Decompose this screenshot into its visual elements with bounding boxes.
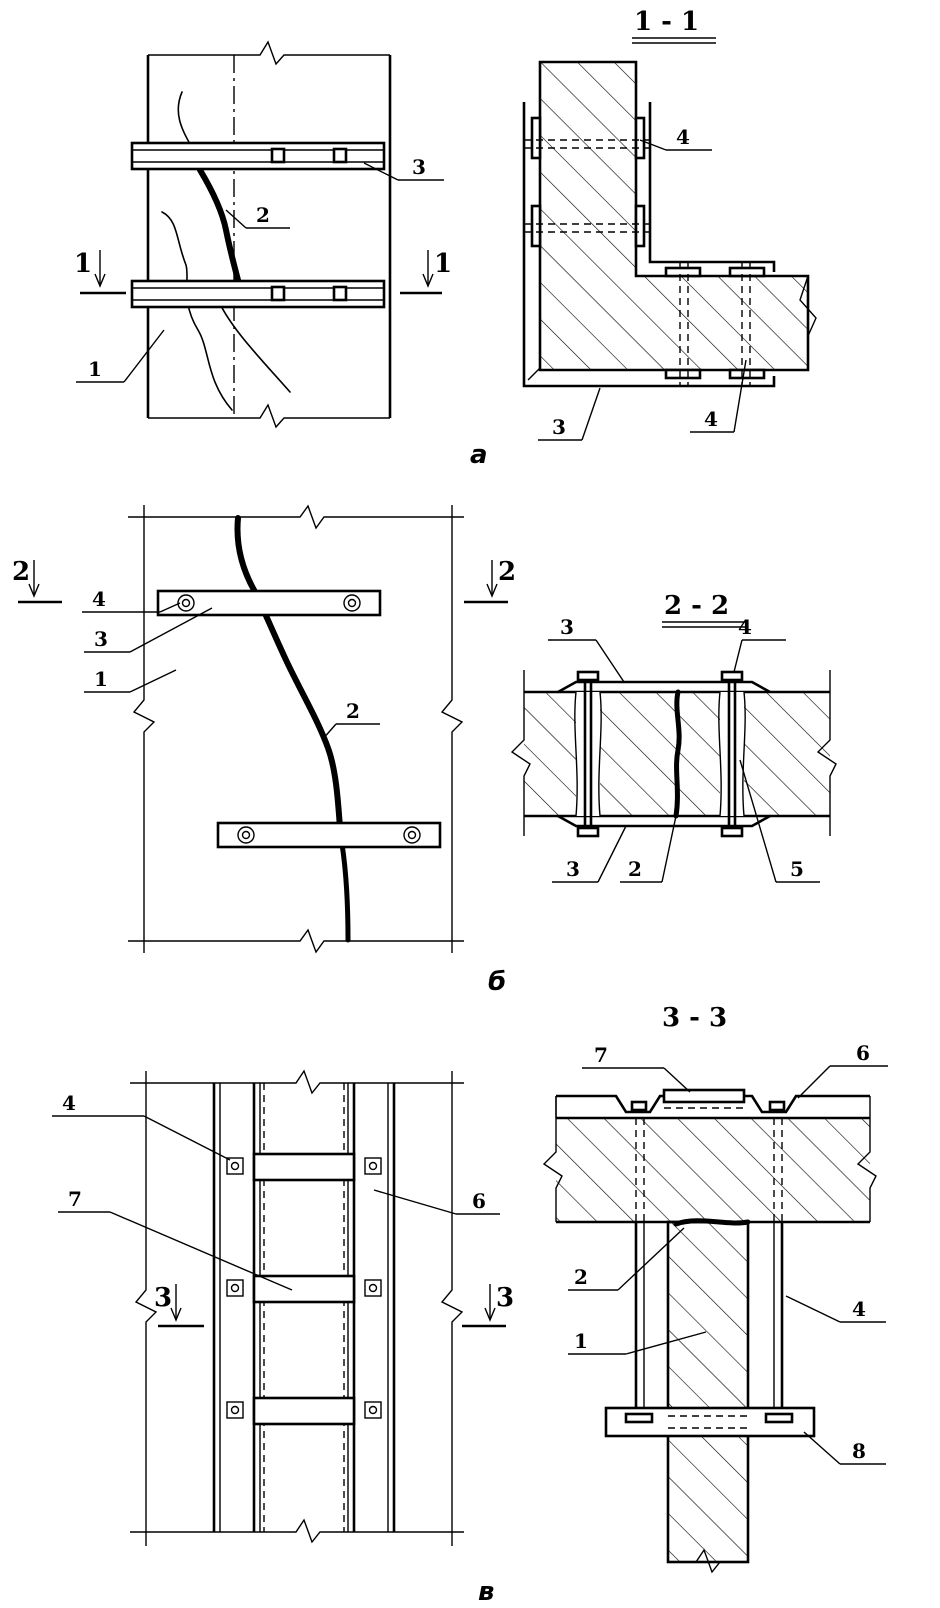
caption-a: а xyxy=(470,440,488,470)
svg-text:3: 3 xyxy=(496,1283,514,1313)
bolts-right xyxy=(364,1157,382,1419)
panel-a-section: 1 - 1 4 xyxy=(470,7,817,470)
svg-text:1: 1 xyxy=(74,249,92,279)
panel-b-elevation: 2 2 4 3 1 2 б xyxy=(12,504,516,997)
callout-b-wall: 1 xyxy=(84,667,177,693)
svg-text:2: 2 xyxy=(346,699,360,723)
svg-text:3: 3 xyxy=(412,155,426,179)
channel-left xyxy=(212,1083,265,1532)
svg-text:1: 1 xyxy=(94,667,108,691)
svg-text:5: 5 xyxy=(790,857,804,881)
clamp-bar-upper xyxy=(130,141,386,171)
bolts-left xyxy=(226,1157,244,1419)
svg-text:2: 2 xyxy=(256,203,270,227)
callout-b-sec-plate-top: 3 xyxy=(548,615,625,683)
section-mark-1-right: 1 xyxy=(400,249,452,295)
svg-text:4: 4 xyxy=(738,615,752,639)
section-title-3-3: 3 - 3 xyxy=(662,1003,727,1033)
svg-text:4: 4 xyxy=(92,587,106,611)
svg-text:3: 3 xyxy=(94,627,108,651)
svg-text:3: 3 xyxy=(560,615,574,639)
callout-a-crack: 2 xyxy=(225,203,290,229)
panel-c-elevation: 3 3 4 7 6 в xyxy=(52,1069,514,1607)
plate-lower xyxy=(216,821,442,849)
callout-b-sec-hole: 5 xyxy=(739,759,820,883)
callout-c-sec-tie: 4 xyxy=(785,1295,886,1323)
callout-c-sec-wall: 1 xyxy=(568,1329,707,1355)
callout-b-sec-crack: 2 xyxy=(620,815,677,883)
svg-text:1: 1 xyxy=(574,1329,588,1353)
section-mark-3-left: 3 xyxy=(154,1283,204,1328)
svg-text:7: 7 xyxy=(594,1043,608,1067)
callout-c-sec-plate: 8 xyxy=(803,1431,886,1465)
callout-a-clamp: 3 xyxy=(363,155,444,181)
section-title-2-2: 2 - 2 xyxy=(664,591,729,621)
svg-text:2: 2 xyxy=(498,557,516,587)
svg-text:1: 1 xyxy=(88,357,102,381)
callout-c-strip: 7 xyxy=(58,1187,293,1291)
svg-text:3: 3 xyxy=(552,415,566,439)
svg-text:4: 4 xyxy=(852,1297,866,1321)
plate-upper xyxy=(156,589,382,617)
caption-b: б xyxy=(488,967,506,997)
svg-text:4: 4 xyxy=(676,125,690,149)
callout-a-bolt-lower: 4 xyxy=(690,359,747,433)
callout-a-bolt-upper: 4 xyxy=(639,125,712,151)
callout-b-sec-plate-bottom: 3 xyxy=(552,825,627,883)
callout-b-bolt: 4 xyxy=(82,587,181,613)
svg-text:2: 2 xyxy=(574,1265,588,1289)
section-mark-3-right: 3 xyxy=(462,1283,514,1328)
callout-c-bolt: 4 xyxy=(52,1091,231,1161)
svg-text:3: 3 xyxy=(566,857,580,881)
svg-text:6: 6 xyxy=(472,1189,486,1213)
callout-c-channel: 6 xyxy=(373,1189,500,1215)
panel-c-section: 3 - 3 xyxy=(542,1003,888,1574)
clamp-bar-lower xyxy=(130,279,386,309)
svg-text:2: 2 xyxy=(12,557,30,587)
callout-b-crack: 2 xyxy=(321,699,380,741)
panel-a-elevation: 1 1 3 2 1 xyxy=(74,40,452,429)
caption-c: в xyxy=(478,1577,494,1607)
callout-a-wall: 1 xyxy=(76,329,165,383)
svg-text:1: 1 xyxy=(434,249,452,279)
svg-text:2: 2 xyxy=(628,857,642,881)
callout-c-sec-channel: 6 xyxy=(797,1041,888,1099)
svg-text:3: 3 xyxy=(154,1283,172,1313)
section-mark-2-left: 2 xyxy=(12,557,62,604)
svg-text:8: 8 xyxy=(852,1439,866,1463)
section-title-1-1: 1 - 1 xyxy=(634,7,699,37)
callout-b-plate: 3 xyxy=(84,607,213,653)
callout-a-section-clamp: 3 xyxy=(538,387,601,441)
callout-c-sec-strip: 7 xyxy=(582,1043,691,1093)
channel-right xyxy=(343,1083,396,1532)
svg-text:6: 6 xyxy=(856,1041,870,1065)
svg-text:7: 7 xyxy=(68,1187,82,1211)
callout-b-sec-bolt: 4 xyxy=(733,615,786,673)
callout-c-sec-crack: 2 xyxy=(568,1227,685,1291)
section-mark-1-left: 1 xyxy=(74,249,126,295)
panel-b-section: 2 - 2 3 xyxy=(510,591,837,883)
section-mark-2-right: 2 xyxy=(464,557,516,604)
svg-text:4: 4 xyxy=(62,1091,76,1115)
svg-text:4: 4 xyxy=(704,407,718,431)
